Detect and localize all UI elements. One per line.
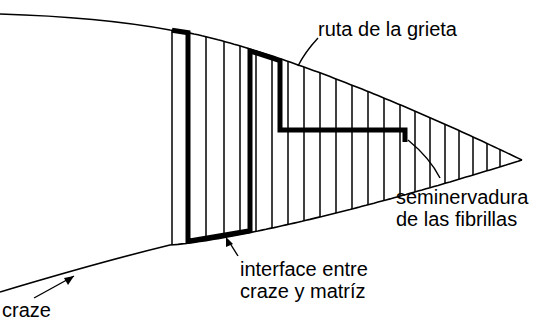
interface-label: interface entre craze y matríz (240, 258, 400, 302)
fibril (429, 118, 431, 188)
fibril (486, 144, 488, 171)
fibril (335, 79, 337, 213)
fibril (223, 41, 225, 237)
crack-path-label: ruta de la grieta (318, 18, 518, 40)
leader-line (298, 38, 318, 66)
leader-lines (34, 38, 440, 298)
fibril (171, 30, 173, 245)
craze-label: craze (2, 299, 82, 321)
fibril (458, 131, 460, 180)
crack-path (172, 30, 405, 241)
fibril (255, 51, 257, 232)
fibril (444, 124, 446, 183)
fibril (351, 85, 353, 209)
fibril (319, 73, 321, 217)
fibril (367, 92, 369, 205)
fibril (499, 150, 501, 167)
craze-outline (0, 14, 522, 292)
arrowhead (226, 237, 233, 247)
fibril (239, 46, 241, 235)
arrowhead (64, 276, 74, 285)
fibril (414, 111, 416, 192)
fibril (472, 137, 474, 175)
craze-top-edge (0, 14, 522, 160)
fibril (303, 67, 305, 221)
leader-line (34, 276, 74, 298)
fibril (205, 37, 207, 241)
fibril (287, 61, 289, 224)
fibril (399, 105, 401, 196)
fibril (271, 56, 273, 228)
fibril (383, 98, 385, 200)
crack-route (172, 30, 405, 241)
fibril-label: seminervadura de las fibrillas (396, 186, 546, 230)
leader-line (408, 140, 440, 178)
